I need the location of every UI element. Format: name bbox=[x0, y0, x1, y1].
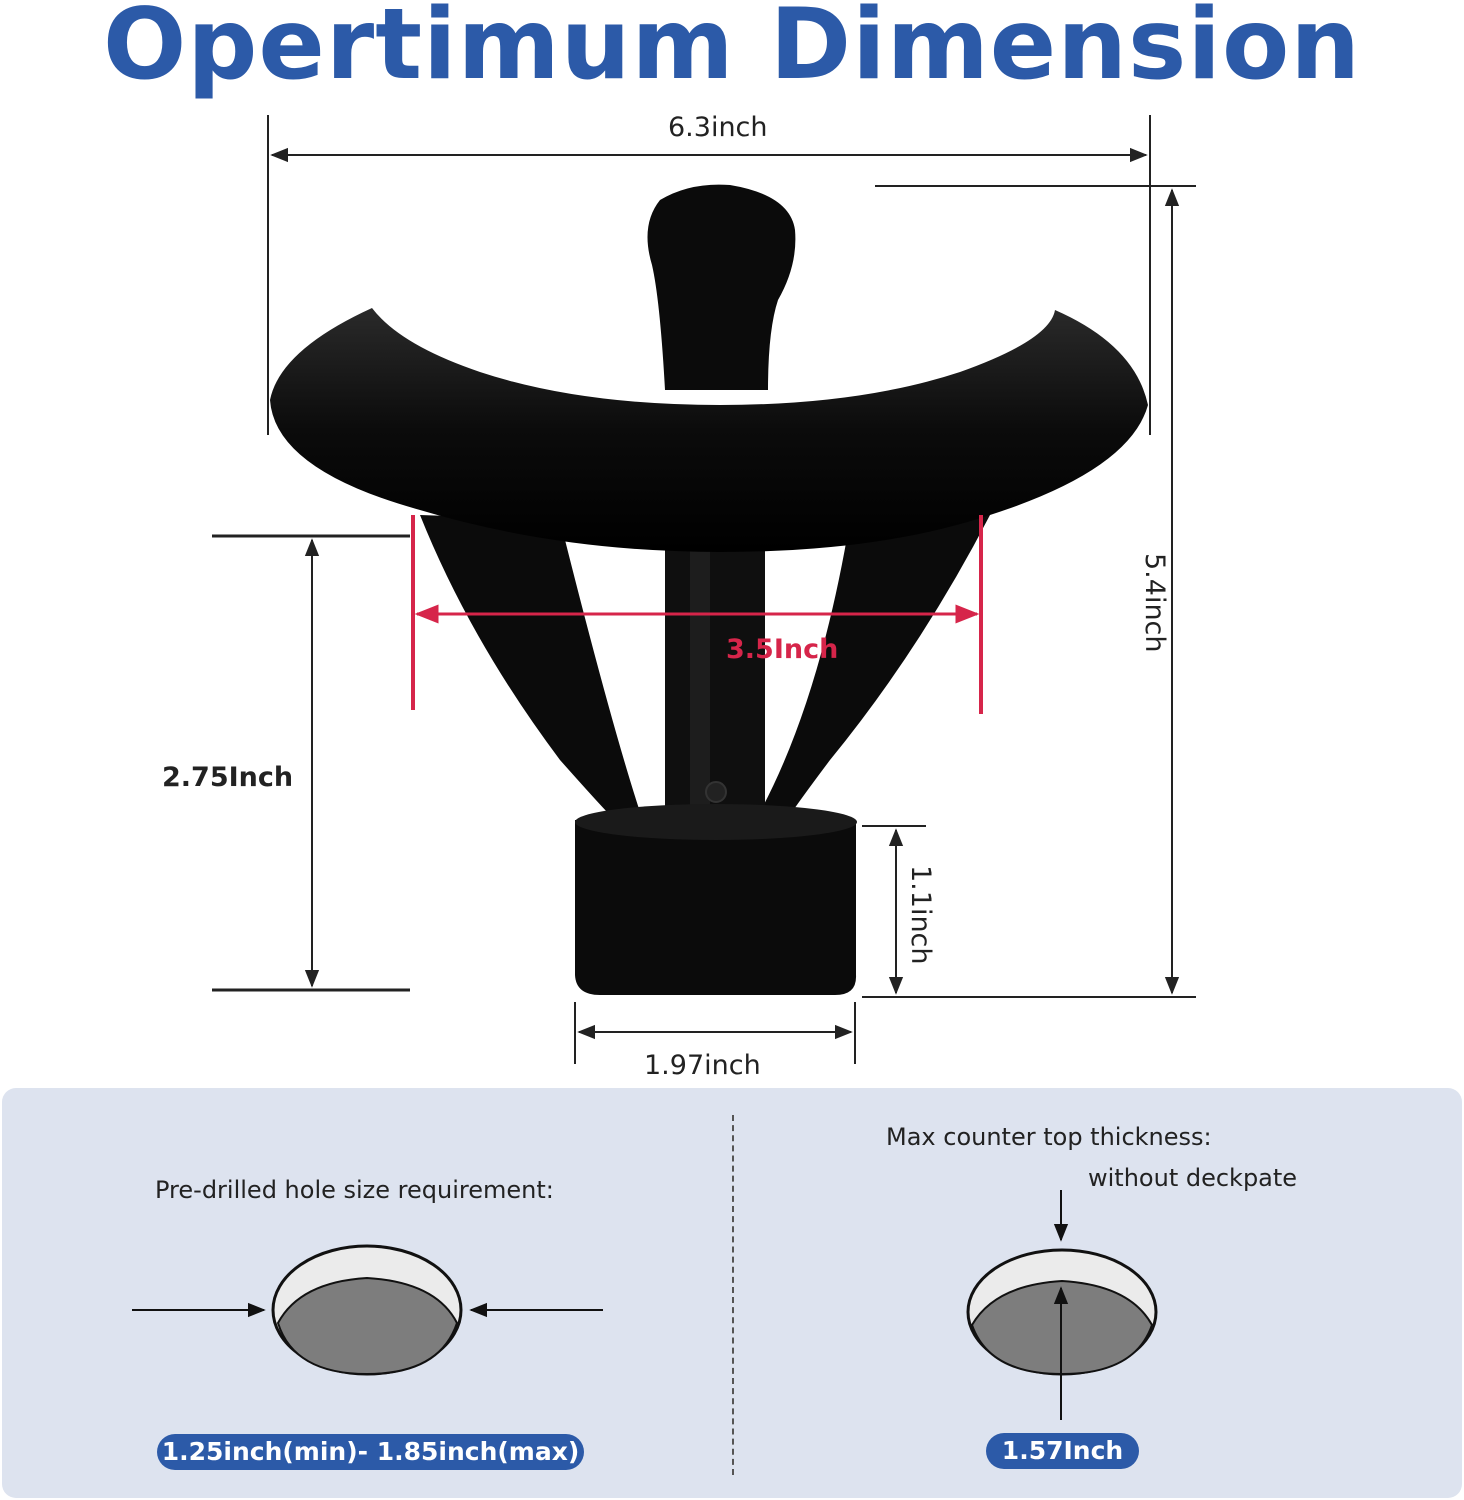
width-label: 6.3inch bbox=[668, 112, 768, 143]
counter-thickness-note: without deckpate bbox=[1088, 1164, 1298, 1192]
counter-thickness-badge: 1.57Inch bbox=[986, 1433, 1139, 1469]
depth-label: 2.75Inch bbox=[162, 762, 294, 793]
base-height-dimension bbox=[862, 825, 926, 995]
height-label: 5.4inch bbox=[1139, 553, 1170, 653]
width-dimension bbox=[267, 115, 1151, 435]
page-title: Opertimum Dimension bbox=[102, 0, 1362, 102]
base-height-label: 1.1inch bbox=[905, 865, 936, 965]
panel-divider bbox=[732, 1115, 734, 1475]
base-diameter-label: 1.97inch bbox=[644, 1050, 761, 1081]
dimension-diagram bbox=[212, 115, 1196, 1064]
base-diameter-dimension bbox=[574, 1002, 856, 1064]
counter-thickness-label: Max counter top thickness: bbox=[886, 1123, 1212, 1151]
support-span-dimension bbox=[411, 515, 983, 714]
height-dimension bbox=[862, 185, 1196, 998]
hole-size-badge: 1.25inch(min)- 1.85inch(max) bbox=[157, 1434, 584, 1470]
depth-dimension bbox=[212, 534, 410, 992]
hole-requirement-label: Pre-drilled hole size requirement: bbox=[155, 1176, 554, 1204]
soap-holder-product bbox=[270, 184, 1148, 995]
support-span-label: 3.5Inch bbox=[726, 634, 839, 665]
